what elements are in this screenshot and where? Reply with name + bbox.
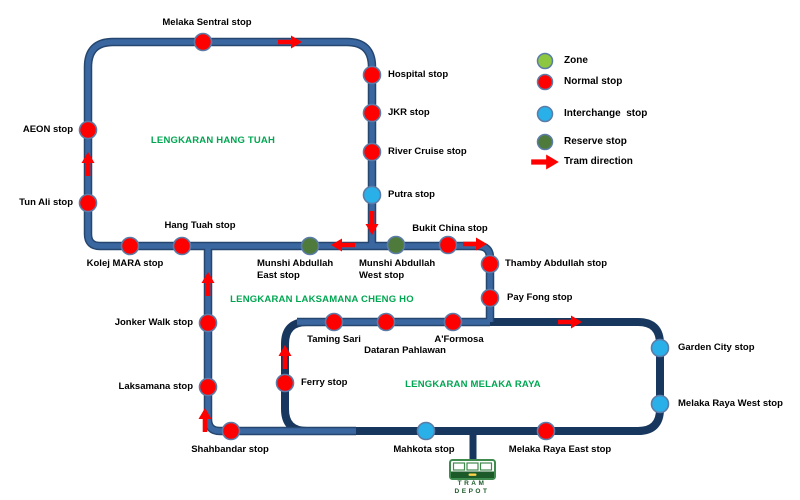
loop-label-1: LENGKARAN HANG TUAH bbox=[150, 135, 276, 146]
stop-marker-taming-sari bbox=[324, 312, 344, 332]
legend-label-arrow: Tram direction bbox=[564, 156, 633, 167]
legend-label-reserve: Reserve stop bbox=[564, 136, 627, 147]
stop-label-melaka-sentral: Melaka Sentral stop bbox=[162, 17, 252, 28]
tram-direction-arrow bbox=[331, 238, 355, 252]
stop-marker-munshi-abdullah-west bbox=[386, 235, 406, 255]
tram-direction-arrow bbox=[201, 272, 215, 296]
stop-label-melaka-raya-west: Melaka Raya West stop bbox=[678, 398, 783, 409]
stop-label-shahbandar: Shahbandar stop bbox=[191, 444, 269, 455]
stop-label-thamby-abdullah: Thamby Abdullah stop bbox=[505, 258, 608, 269]
loop-label-2: LENGKARAN LAKSAMANA CHENG HO bbox=[230, 294, 414, 305]
stop-marker-a-formosa bbox=[443, 312, 463, 332]
tram-direction-arrows bbox=[81, 35, 582, 432]
stop-label-putra: Putra stop bbox=[388, 189, 435, 200]
legend-arrow-icon bbox=[531, 154, 559, 170]
stop-label-aeon: AEON stop bbox=[22, 124, 73, 135]
stop-marker-pay-fong bbox=[480, 288, 500, 308]
tram-depot-icon bbox=[449, 459, 496, 480]
stop-label-hospital: Hospital stop bbox=[388, 69, 449, 80]
legend-reserve-icon bbox=[536, 133, 554, 151]
stop-marker-shahbandar bbox=[221, 421, 241, 441]
stop-label-tun-ali: Tun Ali stop bbox=[19, 197, 73, 208]
stop-marker-aeon bbox=[78, 120, 98, 140]
stop-marker-jonker-walk bbox=[198, 313, 218, 333]
stop-label-jonker-walk: Jonker Walk stop bbox=[114, 317, 193, 328]
legend-interchange-icon bbox=[536, 105, 554, 123]
stop-label-a-formosa: A'Formosa bbox=[434, 334, 484, 345]
stop-label-jkr: JKR stop bbox=[388, 107, 430, 118]
stop-label-kolej-mara: Kolej MARA stop bbox=[86, 258, 164, 269]
stop-marker-mahkota bbox=[416, 421, 436, 441]
route-melaka-raya-loop bbox=[281, 318, 664, 435]
stop-marker-jkr bbox=[362, 103, 382, 123]
stop-marker-hang-tuah bbox=[172, 236, 192, 256]
tram-direction-arrow bbox=[278, 35, 302, 49]
stop-marker-kolej-mara bbox=[120, 236, 140, 256]
stop-label-laksamana: Laksamana stop bbox=[118, 381, 193, 392]
stop-marker-ferry bbox=[275, 373, 295, 393]
legend-label-normal: Normal stop bbox=[564, 76, 623, 87]
stop-marker-melaka-raya-east bbox=[536, 421, 556, 441]
legend-normal-icon bbox=[536, 73, 554, 91]
stop-label-hang-tuah: Hang Tuah stop bbox=[164, 220, 236, 231]
tram-direction-arrow bbox=[198, 408, 212, 432]
tram-direction-arrow bbox=[278, 345, 292, 369]
stop-marker-putra bbox=[362, 185, 382, 205]
tram-direction-arrow bbox=[558, 315, 582, 329]
stop-marker-melaka-raya-west bbox=[650, 394, 670, 414]
legend-label-zone: Zone bbox=[564, 55, 588, 66]
stop-label-mahkota: Mahkota stop bbox=[393, 444, 455, 455]
stop-label-ferry: Ferry stop bbox=[301, 377, 348, 388]
stop-marker-dataran-pahlawan bbox=[376, 312, 396, 332]
stop-marker-river-cruise bbox=[362, 142, 382, 162]
stop-label-dataran-pahlawan: Dataran Pahlawan bbox=[364, 345, 446, 356]
legend-zone-icon bbox=[536, 52, 554, 70]
tram-depot-label-line2: DEPOT bbox=[454, 488, 490, 495]
stop-marker-garden-city bbox=[650, 338, 670, 358]
stop-marker-hospital bbox=[362, 65, 382, 85]
stop-label-garden-city: Garden City stop bbox=[678, 342, 755, 353]
stop-marker-tun-ali bbox=[78, 193, 98, 213]
stop-label-melaka-raya-east: Melaka Raya East stop bbox=[508, 444, 612, 455]
stop-marker-laksamana bbox=[198, 377, 218, 397]
stop-markers bbox=[78, 32, 670, 441]
legend-markers bbox=[531, 52, 559, 170]
legend-label-interchange: Interchange stop bbox=[564, 108, 648, 119]
stop-label-taming-sari: Taming Sari bbox=[307, 334, 361, 345]
stop-marker-munshi-abdullah-east bbox=[300, 236, 320, 256]
stop-label-bukit-china: Bukit China stop bbox=[412, 223, 488, 234]
stop-marker-bukit-china bbox=[438, 235, 458, 255]
stop-marker-melaka-sentral bbox=[193, 32, 213, 52]
stop-label-pay-fong: Pay Fong stop bbox=[507, 292, 573, 303]
loop-label-3: LENGKARAN MELAKA RAYA bbox=[405, 379, 541, 390]
tram-depot-label-line1: TRAM bbox=[457, 480, 487, 487]
tram-direction-arrow bbox=[463, 237, 487, 251]
tram-direction-arrow bbox=[81, 152, 95, 176]
tram-direction-arrow bbox=[365, 211, 379, 235]
stop-label-river-cruise: River Cruise stop bbox=[388, 146, 467, 157]
stop-marker-thamby-abdullah bbox=[480, 254, 500, 274]
